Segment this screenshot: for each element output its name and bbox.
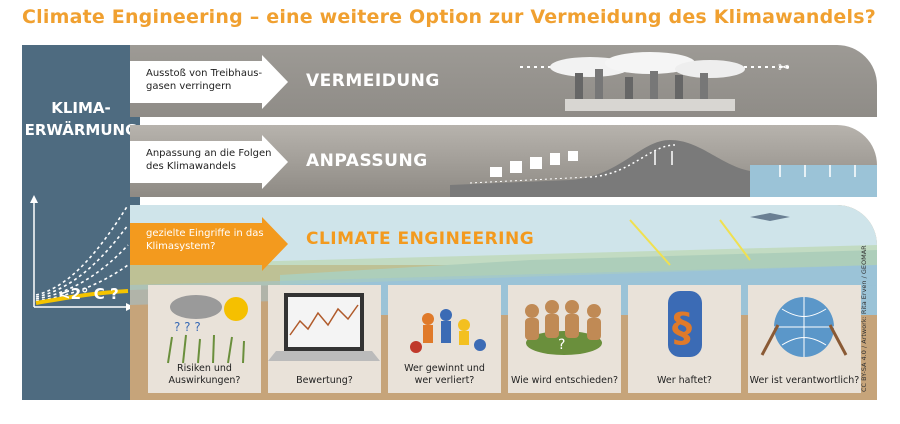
card-haftung: § Wer haftet?: [628, 285, 741, 393]
factories-icon: ✂: [520, 52, 790, 111]
paragraph-icon: §: [668, 291, 702, 357]
risk-weather-icon: ? ? ?: [167, 295, 248, 364]
card-label-haftung: Wer haftet?: [657, 375, 712, 386]
arrow-ce-icon: [130, 217, 288, 271]
coast-dike-icon: [450, 140, 877, 197]
people-circle-icon: ?: [525, 300, 602, 355]
image-credit: CC BY-SA 4.0 / Artwork: Rita Erven / GEO…: [860, 245, 868, 392]
arrow-anpassung-icon: [130, 135, 288, 189]
card-label-bewertung: Bewertung?: [296, 375, 353, 386]
svg-text:? ? ?: ? ? ?: [174, 320, 201, 334]
card-bewertung: Bewertung?: [268, 285, 381, 393]
label-vermeidung: VERMEIDUNG: [306, 71, 440, 91]
globe-hands-icon: [760, 297, 848, 357]
card-label-entscheidung: Wie wird entschieden?: [510, 375, 619, 386]
svg-text:§: §: [672, 305, 692, 351]
climate-warming-label-line2: ERWÄRMUNG: [24, 121, 138, 139]
game-pieces-icon: [410, 309, 486, 353]
temperature-graph-icon: [30, 195, 134, 311]
climate-warming-label-line1: KLIMA-: [51, 99, 111, 117]
card-entscheidung: ? Wie wird entschieden?: [508, 285, 621, 393]
svg-text:✂: ✂: [778, 60, 790, 76]
arrow-vermeidung-icon: [130, 55, 288, 109]
label-anpassung: ANPASSUNG: [306, 151, 428, 171]
card-verantwortung: Wer ist verantwortlich?: [748, 285, 861, 393]
laptop-chart-icon: [268, 293, 380, 361]
climate-warming-label: KLIMA- ERWÄRMUNG: [22, 97, 140, 141]
target-temperature-label: <2° C ?: [58, 285, 119, 303]
climate-warming-panel: KLIMA- ERWÄRMUNG <2° C ?: [22, 45, 140, 400]
page-title: Climate Engineering – eine weitere Optio…: [22, 6, 876, 28]
card-label-verantwortung: Wer ist verantwortlich?: [749, 375, 860, 386]
label-climate-engineering: CLIMATE ENGINEERING: [306, 229, 535, 249]
svg-text:?: ?: [558, 337, 565, 353]
arrow-text-vermeidung: Ausstoß von Treibhaus-gasen verringern: [146, 68, 263, 92]
band-vermeidung: Ausstoß von Treibhaus-gasen verringern V…: [130, 45, 877, 117]
